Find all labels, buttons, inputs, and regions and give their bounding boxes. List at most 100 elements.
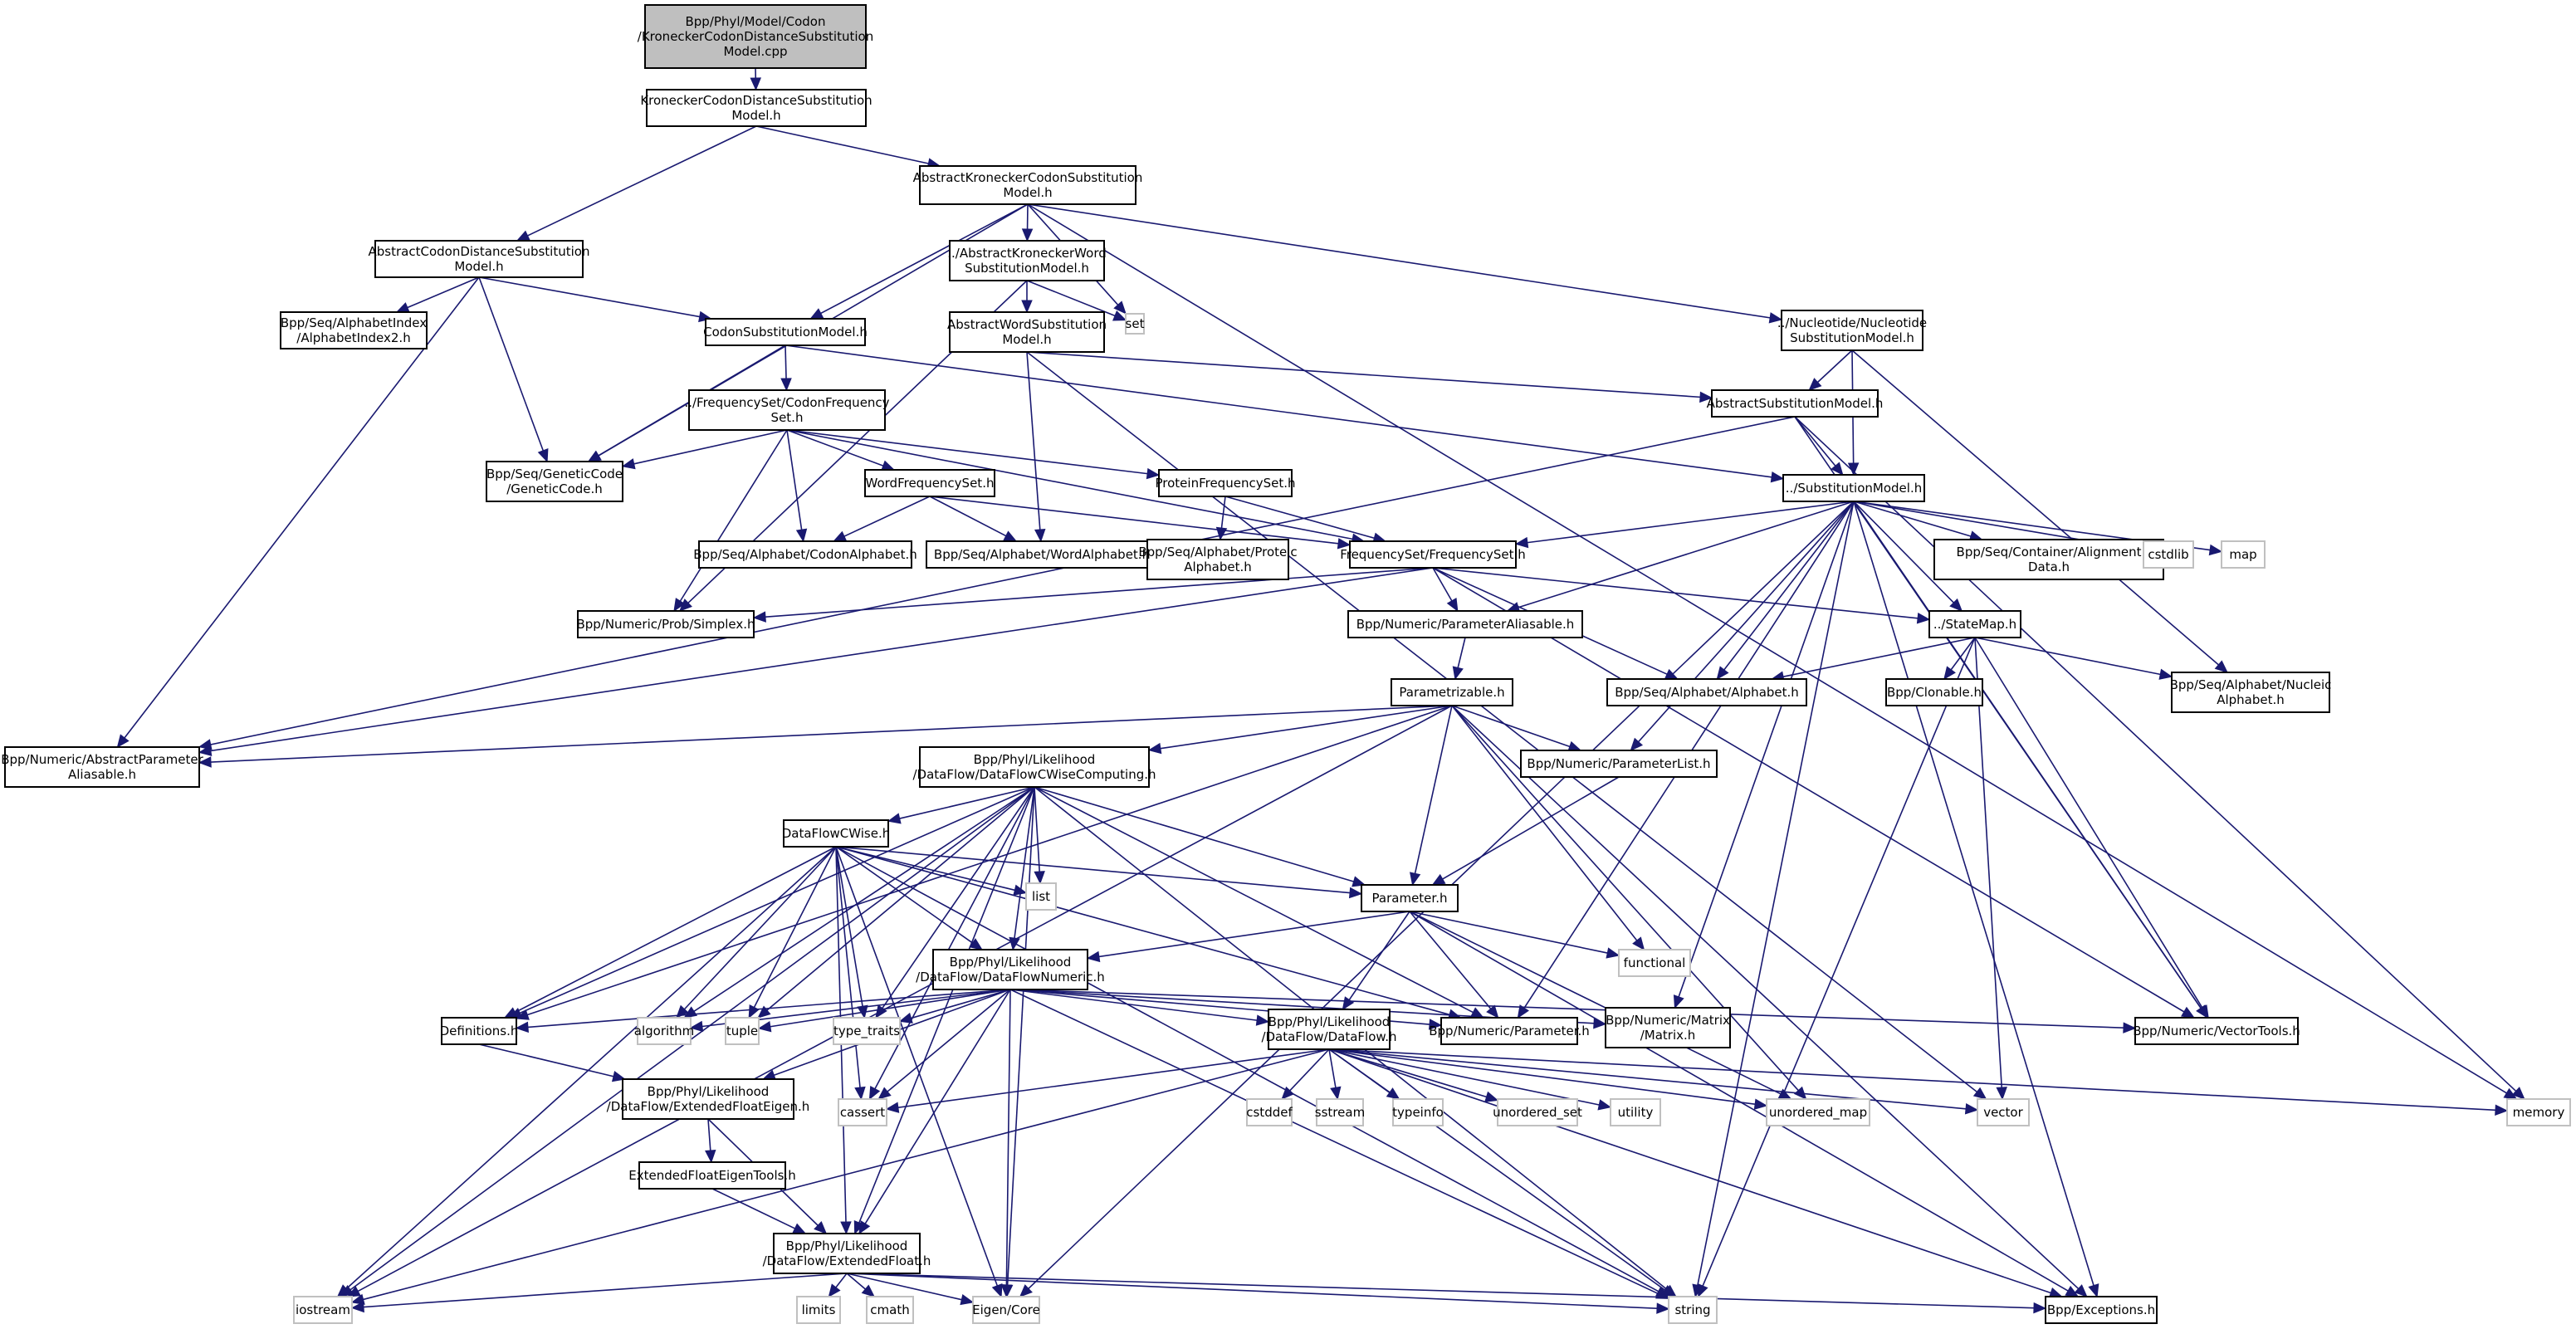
node-efeigentools[interactable]: ExtendedFloatEigenTools.h	[628, 1161, 796, 1190]
edge-sm-to-alphabet	[1716, 501, 1855, 681]
edge-line	[897, 1048, 1330, 1108]
edge-statemap-to-vectortools	[1974, 637, 2209, 1019]
arrowhead-icon	[1486, 1004, 1499, 1019]
edge-line	[1409, 911, 1782, 1095]
edge-line	[633, 429, 788, 465]
edge-dfcwise-to-string	[835, 846, 1670, 1297]
node-vectortools[interactable]: Bpp/Numeric/VectorTools.h	[2133, 1017, 2300, 1045]
edge-line	[1853, 501, 2202, 1009]
edge-line	[1442, 776, 1620, 880]
node-extfloat[interactable]: Bpp/Phyl/Likelihood/DataFlow/ExtendedFlo…	[763, 1233, 931, 1274]
edge-line	[1348, 911, 1410, 1000]
arrowhead-icon	[1943, 666, 1956, 681]
node-parametrizable[interactable]: Parametrizable.h	[1391, 678, 1513, 706]
node-box	[773, 1233, 921, 1274]
node-simplex[interactable]: Bpp/Numeric/Prob/Simplex.h	[576, 610, 755, 638]
node-label: AbstractKroneckerCodonSubstitution	[913, 170, 1143, 185]
node-akwsm[interactable]: ../AbstractKroneckerWordSubstitutionMode…	[947, 240, 1107, 281]
node-pfs[interactable]: ProteinFrequencySet.h	[1156, 469, 1296, 497]
node-csm[interactable]: CodonSubstitutionModel.h	[703, 318, 868, 346]
arrowhead-icon	[885, 1102, 900, 1113]
node-dfcwc[interactable]: Bpp/Phyl/Likelihood/DataFlow/DataFlowCWi…	[912, 746, 1156, 788]
node-label: Parametrizable.h	[1399, 685, 1504, 700]
edge-line	[1026, 351, 1977, 1093]
node-kcdsm[interactable]: KroneckerCodonDistanceSubstitutionModel.…	[640, 89, 873, 127]
arrowhead-icon	[1215, 526, 1228, 541]
node-label: Alphabet.h	[1184, 559, 1252, 574]
arrowhead-icon	[198, 756, 212, 768]
node-fs[interactable]: FrequencySet/FrequencySet.h	[1340, 540, 1526, 569]
node-statemap[interactable]: ../StateMap.h	[1928, 610, 2021, 638]
node-paramlist[interactable]: Bpp/Numeric/ParameterList.h	[1520, 750, 1718, 778]
edge-cfs-to-simplex	[673, 429, 788, 613]
arrowhead-icon	[198, 745, 213, 757]
node-numparameter[interactable]: Bpp/Numeric/Parameter.h	[1429, 1017, 1590, 1045]
arrowhead-icon	[1410, 872, 1421, 887]
node-dataflow[interactable]: Bpp/Phyl/Likelihood/DataFlow/DataFlow.h	[1261, 1009, 1397, 1050]
edge-extfloat-to-iostream	[350, 1273, 848, 1313]
edge-cfs-to-codonalph	[786, 429, 808, 543]
node-alphidx[interactable]: Bpp/Seq/AlphabetIndex/AlphabetIndex2.h	[280, 311, 428, 349]
node-label: vector	[1983, 1105, 2023, 1120]
edge-paramlist-to-parameter	[1431, 776, 1620, 886]
arrowhead-icon	[350, 1301, 364, 1313]
node-box	[2171, 672, 2330, 713]
node-gc[interactable]: Bpp/Seq/GeneticCode/GeneticCode.h	[486, 461, 623, 502]
node-efeigen[interactable]: Bpp/Phyl/Likelihood/DataFlow/ExtendedFlo…	[607, 1078, 810, 1120]
arrowhead-icon	[1003, 530, 1018, 542]
arrowhead-icon	[858, 1220, 871, 1235]
node-box	[1347, 610, 1583, 638]
edge-dfnumeric-to-definitions	[515, 989, 1011, 1033]
node-box	[698, 540, 912, 569]
node-wfs[interactable]: WordFrequencySet.h	[864, 469, 995, 497]
node-label: /GeneticCode.h	[506, 481, 603, 496]
node-parameter[interactable]: Parameter.h	[1361, 884, 1459, 912]
node-clonable[interactable]: Bpp/Clonable.h	[1885, 678, 1983, 706]
edge-line	[1782, 637, 1976, 677]
node-definitions[interactable]: Definitions.h	[440, 1017, 519, 1045]
arrowhead-icon	[1019, 1284, 1033, 1297]
edge-dataflow-to-unordered_map	[1328, 1048, 1768, 1110]
arrowhead-icon	[1698, 1283, 1708, 1298]
arrowhead-icon	[875, 1004, 887, 1019]
node-alphabet[interactable]: Bpp/Seq/Alphabet/Alphabet.h	[1606, 678, 1807, 706]
arrowhead-icon	[809, 308, 824, 320]
arrowhead-icon	[1428, 1019, 1443, 1030]
node-paramalias[interactable]: Bpp/Numeric/ParameterAliasable.h	[1347, 610, 1583, 638]
edge-sm-to-statemap	[1853, 501, 1963, 612]
edge-line	[911, 989, 1011, 1019]
node-box	[637, 1017, 692, 1045]
node-exceptions[interactable]: Bpp/Exceptions.h	[2045, 1296, 2158, 1324]
node-sm[interactable]: ../SubstitutionModel.h	[1782, 474, 1925, 502]
arrowhead-icon	[537, 448, 549, 463]
node-asm[interactable]: AbstractSubstitutionModel.h	[1707, 389, 1884, 418]
node-box	[919, 165, 1136, 205]
node-nsm[interactable]: ../Nucleotide/NucleotideSubstitutionMode…	[1777, 310, 1927, 351]
node-box	[1391, 678, 1513, 706]
edge-sm-to-paramalias	[1506, 501, 1855, 613]
node-wordalph[interactable]: Bpp/Seq/Alphabet/WordAlphabet.h	[926, 540, 1158, 569]
edge-csm-to-sm	[785, 344, 1785, 483]
edge-line	[1027, 203, 2507, 1094]
node-matrix[interactable]: Bpp/Numeric/Matrix/Matrix.h	[1605, 1007, 1731, 1048]
arrowhead-icon	[1352, 876, 1366, 887]
node-dfnumeric[interactable]: Bpp/Phyl/Likelihood/DataFlow/DataFlowNum…	[916, 949, 1105, 990]
edge-line	[1457, 637, 1466, 668]
edge-acdsm-to-absparamalias	[116, 276, 480, 749]
edge-statemap-to-alphabet	[1771, 637, 1976, 682]
node-dfcwise[interactable]: DataFlowCWise.h	[782, 819, 891, 848]
node-codonalph[interactable]: Bpp/Seq/Alphabet/CodonAlphabet.h	[693, 540, 917, 569]
node-akcsm[interactable]: AbstractKroneckerCodonSubstitutionModel.…	[913, 165, 1143, 205]
node-label: AbstractWordSubstitution	[947, 317, 1107, 332]
node-label: Bpp/Numeric/Matrix	[1606, 1013, 1730, 1028]
edge-line	[1026, 351, 1041, 530]
edge-akwsm-to-set	[1026, 280, 1127, 321]
arrowhead-icon	[1808, 378, 1822, 391]
